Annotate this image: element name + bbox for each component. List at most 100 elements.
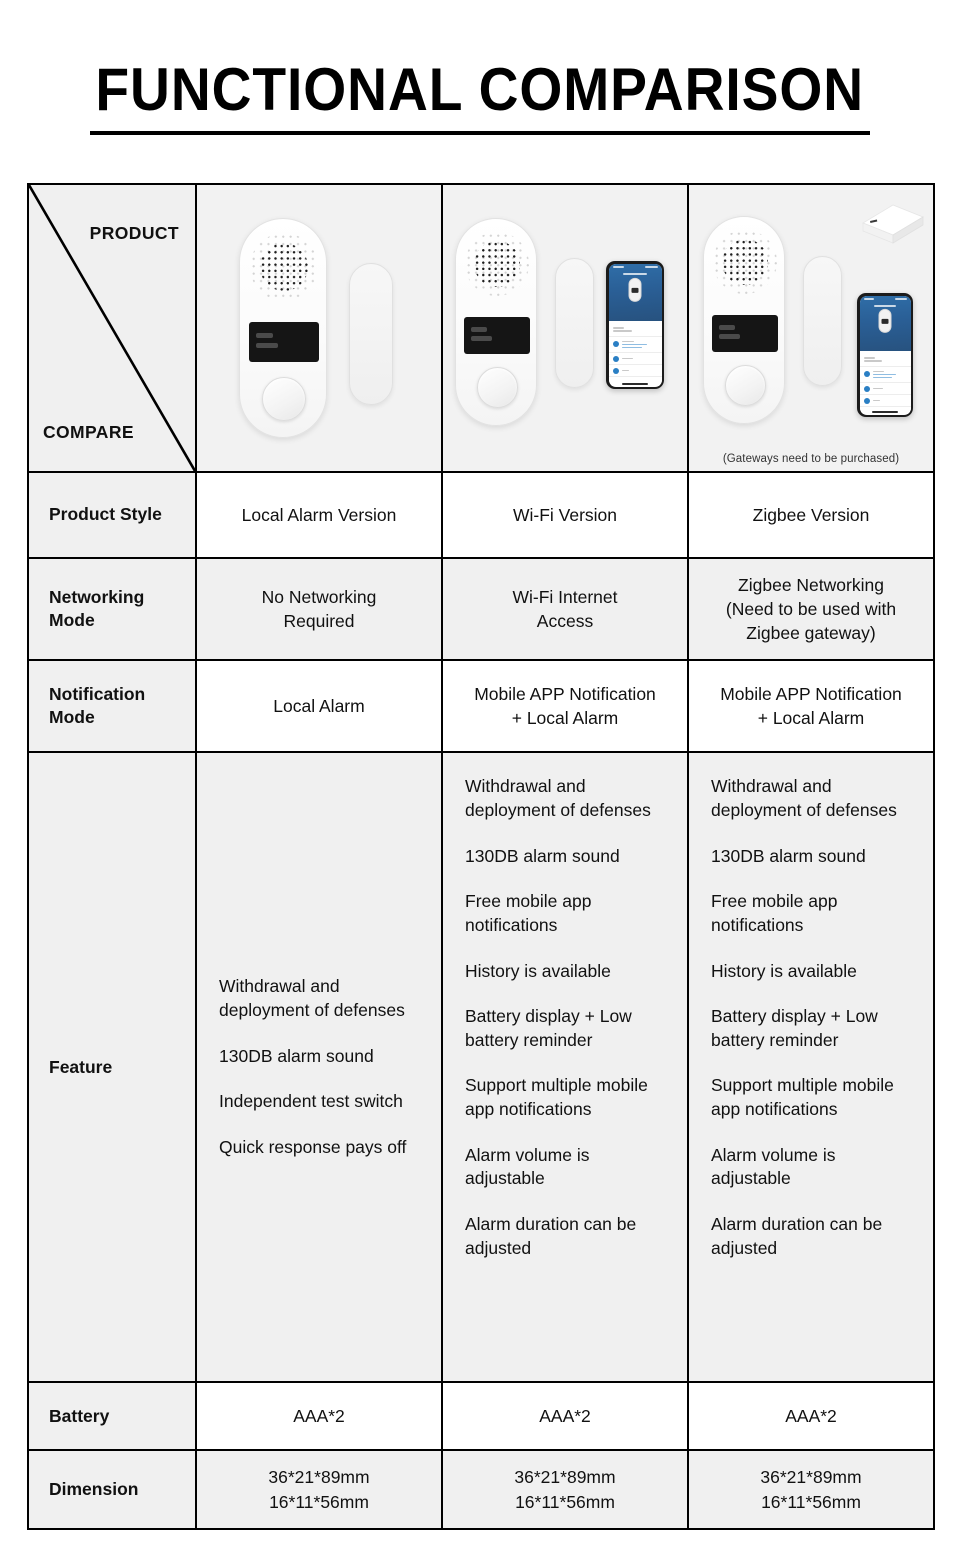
cell-line: 36*21*89mm bbox=[760, 1467, 862, 1488]
row-label-notification-mode: Notification Mode bbox=[27, 659, 197, 754]
phone-list-item bbox=[859, 353, 911, 367]
status-dot-icon bbox=[612, 341, 619, 348]
cell-line: + Local Alarm bbox=[511, 708, 619, 729]
table-row-battery: Battery AAA*2 AAA*2 AAA*2 bbox=[27, 1381, 935, 1452]
cell-line: Mobile APP Notification bbox=[720, 684, 902, 705]
product-image-cell-wifi bbox=[441, 183, 689, 473]
table-row-dimension: Dimension 36*21*89mm 16*11*56mm 36*21*89… bbox=[27, 1449, 935, 1530]
feature-list: Withdrawal and deployment of defenses 13… bbox=[465, 775, 669, 1260]
feature-item: Free mobile app notifications bbox=[711, 891, 838, 935]
phone-hero-image bbox=[608, 263, 662, 322]
feature-item: Alarm volume is adjustable bbox=[465, 1144, 590, 1189]
feature-item: Battery display + Low battery reminder bbox=[711, 1006, 878, 1050]
feature-item: History is available bbox=[711, 960, 857, 981]
feature-item: Free mobile app notifications bbox=[465, 891, 592, 935]
status-dot-icon bbox=[612, 355, 619, 362]
cell-line: Required bbox=[283, 611, 355, 632]
magnet-bar-icon bbox=[803, 256, 842, 386]
feature-item: Quick response pays off bbox=[219, 1136, 407, 1157]
cell-battery-zigbee: AAA*2 bbox=[687, 1381, 935, 1452]
table-row-networking-mode: Networking Mode No Networking Required W… bbox=[27, 556, 935, 662]
cell-notification-mode-zigbee: Mobile APP Notification + Local Alarm bbox=[687, 659, 935, 754]
diagonal-divider-icon bbox=[29, 185, 195, 471]
magnet-bar-icon bbox=[555, 258, 594, 388]
feature-item: 130DB alarm sound bbox=[219, 1045, 374, 1066]
feature-item: Support multiple mobile app notification… bbox=[465, 1075, 648, 1120]
feature-item: Support multiple mobile app notification… bbox=[711, 1075, 894, 1120]
gateway-note-zigbee: (Gateways need to be purchased) bbox=[722, 453, 900, 465]
cell-line: No Networking bbox=[261, 587, 377, 608]
cell-dimension-wifi: 36*21*89mm 16*11*56mm bbox=[441, 1449, 689, 1530]
product-image-cell-zigbee: (Gateways need to be purchased) bbox=[687, 183, 935, 473]
cell-line: Local Alarm bbox=[273, 696, 365, 717]
cell-line: 16*11*56mm bbox=[761, 1491, 861, 1512]
cell-networking-mode-wifi: Wi-Fi Internet Access bbox=[441, 556, 689, 662]
status-dot-icon bbox=[863, 371, 870, 378]
row-label-feature: Feature bbox=[27, 751, 197, 1384]
phone-home-indicator bbox=[872, 410, 898, 413]
row-label-product-style: Product Style bbox=[27, 471, 197, 559]
row-label-dimension: Dimension bbox=[27, 1449, 197, 1530]
alarm-device-icon bbox=[239, 218, 327, 438]
alarm-device-icon bbox=[455, 218, 537, 426]
phone-hero-image bbox=[859, 295, 911, 352]
phone-list bbox=[859, 351, 911, 415]
cell-line: 36*21*89mm bbox=[514, 1467, 616, 1488]
phone-list-item bbox=[859, 383, 911, 396]
alarm-device-icon bbox=[703, 216, 785, 424]
status-dot-icon bbox=[863, 385, 870, 392]
feature-item: Alarm duration can be adjusted bbox=[711, 1213, 883, 1258]
table-row-product-style: Product Style Local Alarm Version Wi-Fi … bbox=[27, 471, 935, 559]
row-label-line-2: Mode bbox=[49, 610, 95, 631]
diagonal-header-cell: PRODUCT COMPARE bbox=[27, 183, 197, 473]
phone-list-item bbox=[608, 365, 662, 377]
cell-feature-wifi: Withdrawal and deployment of defenses 13… bbox=[441, 751, 689, 1384]
cell-product-style-zigbee: Zigbee Version bbox=[687, 471, 935, 559]
cell-networking-mode-zigbee: Zigbee Networking (Need to be used with … bbox=[687, 556, 935, 662]
cell-notification-mode-local: Local Alarm bbox=[195, 659, 443, 754]
feature-item: History is available bbox=[465, 960, 611, 981]
cell-dimension-local: 36*21*89mm 16*11*56mm bbox=[195, 1449, 443, 1530]
cell-line: Zigbee gateway) bbox=[746, 623, 876, 644]
phone-list-item bbox=[608, 353, 662, 365]
smartphone-app-preview bbox=[857, 293, 913, 417]
phone-list bbox=[608, 321, 662, 387]
phone-device-thumb-icon bbox=[878, 308, 892, 333]
smartphone-app-preview bbox=[606, 261, 664, 389]
cell-feature-zigbee: Withdrawal and deployment of defenses 13… bbox=[687, 751, 935, 1384]
row-label-battery: Battery bbox=[27, 1381, 197, 1452]
status-dot-icon bbox=[863, 397, 870, 404]
comparison-table: PRODUCT COMPARE bbox=[27, 183, 935, 1530]
feature-item: Battery display + Low battery reminder bbox=[465, 1006, 632, 1050]
row-label-line-2: Mode bbox=[49, 707, 95, 728]
phone-home-indicator bbox=[622, 382, 648, 385]
header-compare-label: COMPARE bbox=[43, 422, 134, 442]
page-title: FUNCTIONAL COMPARISON bbox=[95, 56, 865, 123]
table-row-notification-mode: Notification Mode Local Alarm Mobile APP… bbox=[27, 659, 935, 754]
cell-product-style-wifi: Wi-Fi Version bbox=[441, 471, 689, 559]
cell-dimension-zigbee: 36*21*89mm 16*11*56mm bbox=[687, 1449, 935, 1530]
cell-line: Mobile APP Notification bbox=[474, 684, 656, 705]
cell-line: Access bbox=[536, 611, 594, 632]
cell-line: 36*21*89mm bbox=[268, 1467, 370, 1488]
feature-item: Alarm volume is adjustable bbox=[711, 1144, 836, 1189]
product-illustration-local bbox=[198, 186, 440, 470]
feature-item: Independent test switch bbox=[219, 1091, 403, 1112]
cell-notification-mode-wifi: Mobile APP Notification + Local Alarm bbox=[441, 659, 689, 754]
page-title-wrap: FUNCTIONAL COMPARISON bbox=[0, 58, 960, 121]
table-header-row: PRODUCT COMPARE bbox=[27, 183, 935, 473]
row-label-line-1: Networking bbox=[49, 586, 145, 607]
row-label-networking-mode: Networking Mode bbox=[27, 556, 197, 662]
feature-item: Withdrawal and deployment of defenses bbox=[219, 976, 405, 1020]
title-underline bbox=[90, 131, 870, 135]
feature-list: Withdrawal and deployment of defenses 13… bbox=[219, 975, 423, 1159]
product-illustration-zigbee bbox=[690, 186, 932, 470]
cell-battery-local: AAA*2 bbox=[195, 1381, 443, 1452]
phone-list-item bbox=[608, 323, 662, 337]
table-row-feature: Feature Withdrawal and deployment of def… bbox=[27, 751, 935, 1384]
row-label-line-1: Notification bbox=[49, 683, 146, 704]
feature-item: 130DB alarm sound bbox=[711, 845, 866, 866]
cell-line: Zigbee Networking bbox=[738, 575, 884, 595]
cell-feature-local: Withdrawal and deployment of defenses 13… bbox=[195, 751, 443, 1384]
